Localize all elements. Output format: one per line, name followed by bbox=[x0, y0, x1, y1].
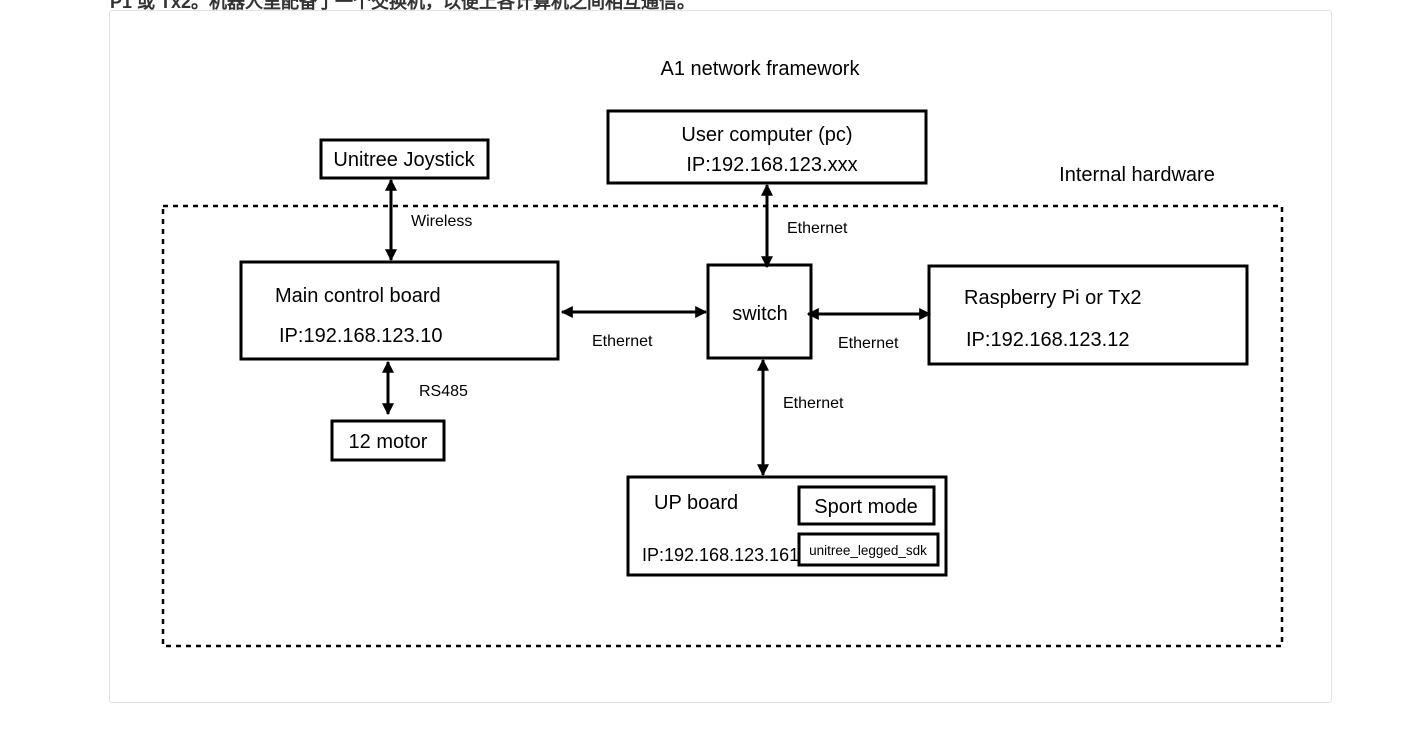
switch-label: switch bbox=[732, 303, 788, 325]
motor-label: 12 motor bbox=[349, 431, 428, 453]
diagram-title: A1 network framework bbox=[661, 58, 861, 80]
pc-ip: IP:192.168.123.xxx bbox=[686, 154, 857, 176]
joystick-box bbox=[319, 138, 490, 180]
edge-label-wireless: Wireless bbox=[411, 213, 472, 230]
partial-top-text: P1 或 Tx2。机器人里配备了一个交换机，以便上各计算机之间相互通信。 bbox=[110, 0, 696, 12]
edge-label-switch-up: Ethernet bbox=[783, 395, 844, 412]
up-board-label: UP board bbox=[654, 492, 738, 514]
sdk-box bbox=[797, 532, 940, 567]
edge-label-switch-raspberry: Ethernet bbox=[838, 335, 899, 352]
raspberry-ip: IP:192.168.123.12 bbox=[966, 329, 1129, 351]
edge-label-pc-switch: Ethernet bbox=[787, 220, 848, 237]
main-board-ip: IP:192.168.123.10 bbox=[279, 325, 442, 347]
edge-label-rs485: RS485 bbox=[419, 383, 468, 400]
motor-box bbox=[330, 419, 446, 462]
pc-box bbox=[606, 109, 928, 185]
edge-label-main-switch: Ethernet bbox=[592, 333, 653, 350]
up-board-ip: IP:192.168.123.161 bbox=[642, 545, 799, 565]
sport-mode-label: Sport mode bbox=[814, 496, 917, 518]
pc-label: User computer (pc) bbox=[681, 124, 852, 146]
raspberry-box bbox=[927, 264, 1249, 366]
main-board-box bbox=[239, 260, 560, 361]
region-label: Internal hardware bbox=[1059, 164, 1215, 186]
switch-box bbox=[706, 263, 813, 360]
main-board-label: Main control board bbox=[275, 285, 441, 307]
joystick-label: Unitree Joystick bbox=[333, 149, 475, 171]
sdk-label: unitree_legged_sdk bbox=[809, 543, 927, 558]
raspberry-label: Raspberry Pi or Tx2 bbox=[964, 287, 1141, 309]
sport-mode-box bbox=[797, 485, 936, 526]
